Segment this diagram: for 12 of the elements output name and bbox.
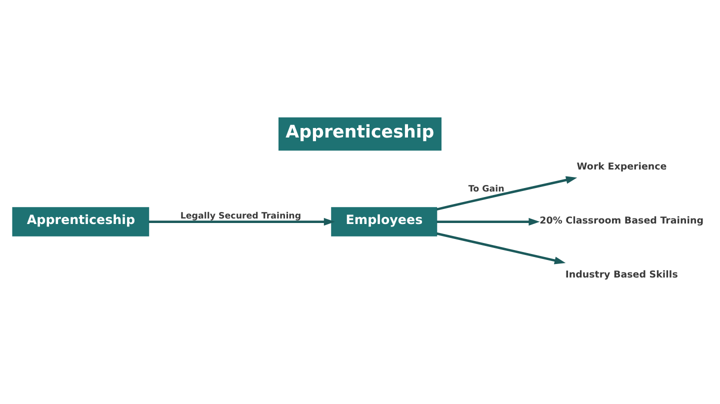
- node-text: Work Experience: [576, 162, 667, 173]
- node-box: Apprenticeship: [12, 207, 150, 236]
- edge-label: To Gain: [468, 184, 504, 195]
- arrow: [436, 176, 578, 211]
- diagram-title: Apprenticeship: [286, 122, 434, 143]
- node-text: 20% Classroom Based Training: [540, 215, 704, 226]
- node-text: Industry Based Skills: [565, 269, 678, 280]
- edge-label: Legally Secured Training: [180, 211, 302, 222]
- arrow: [436, 218, 540, 226]
- arrow: [436, 232, 566, 264]
- arrow: [148, 218, 336, 226]
- node-box: Employees: [331, 207, 438, 236]
